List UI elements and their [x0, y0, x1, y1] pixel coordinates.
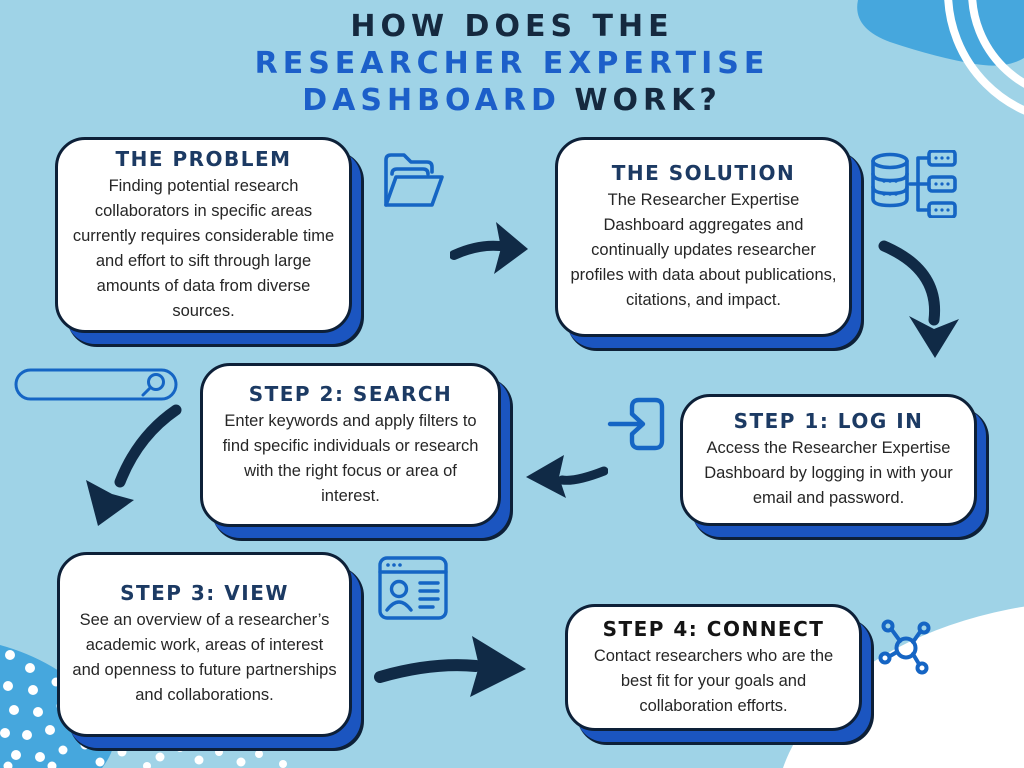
- card-heading: STEP 4: CONNECT: [602, 616, 825, 641]
- card-step-4-connect: STEP 4: CONNECT Contact researchers who …: [565, 604, 862, 731]
- card-step-2-search: STEP 2: SEARCH Enter keywords and apply …: [200, 363, 501, 527]
- card-heading: STEP 2: SEARCH: [248, 381, 453, 406]
- card-body: Access the Researcher Expertise Dashboar…: [704, 439, 953, 507]
- title-line-3: DASHBOARD WORK?: [0, 82, 1024, 119]
- network-nodes-icon: [876, 616, 940, 685]
- title-line-3-navy: WORK?: [574, 83, 722, 118]
- card-the-solution: THE SOLUTION The Researcher Expertise Da…: [555, 137, 852, 337]
- login-arrow-icon: [606, 392, 670, 461]
- title-line-3-blue: DASHBOARD: [302, 83, 561, 118]
- card-heading: STEP 3: VIEW: [120, 581, 289, 605]
- card-step-3-view: STEP 3: VIEW See an overview of a resear…: [57, 552, 352, 737]
- card-body: Finding potential research collaborators…: [72, 176, 335, 320]
- arrow-curved-down-icon: [876, 240, 964, 367]
- arrow-right-icon: [374, 624, 534, 709]
- card-body: The Researcher Expertise Dashboard aggre…: [570, 191, 837, 309]
- card-step-1-log-in: STEP 1: LOG IN Access the Researcher Exp…: [680, 394, 977, 526]
- card-body: Contact researchers who are the best fit…: [593, 646, 834, 715]
- card-body: Enter keywords and apply filters to find…: [222, 411, 479, 505]
- page-title: HOW DOES THE RESEARCHER EXPERTISE DASHBO…: [0, 8, 1024, 119]
- researcher-profile-icon: [378, 556, 448, 625]
- card-body: See an overview of a researcher’s academ…: [72, 611, 337, 704]
- search-bar-icon: [14, 368, 178, 407]
- database-servers-icon: [866, 149, 960, 223]
- card-the-problem: THE PROBLEM Finding potential research c…: [55, 137, 352, 333]
- card-heading: THE SOLUTION: [611, 161, 796, 185]
- arrow-right-icon: [449, 206, 530, 287]
- title-line-2: RESEARCHER EXPERTISE: [254, 46, 770, 81]
- card-heading: THE PROBLEM: [115, 146, 292, 171]
- open-folder-icon: [378, 146, 450, 219]
- arrow-left-icon: [518, 446, 609, 507]
- top-right-blob: [857, 0, 1024, 66]
- arrow-curved-down-left-icon: [70, 402, 182, 537]
- title-line-1: HOW DOES THE: [350, 9, 674, 44]
- card-heading: STEP 1: LOG IN: [733, 409, 924, 433]
